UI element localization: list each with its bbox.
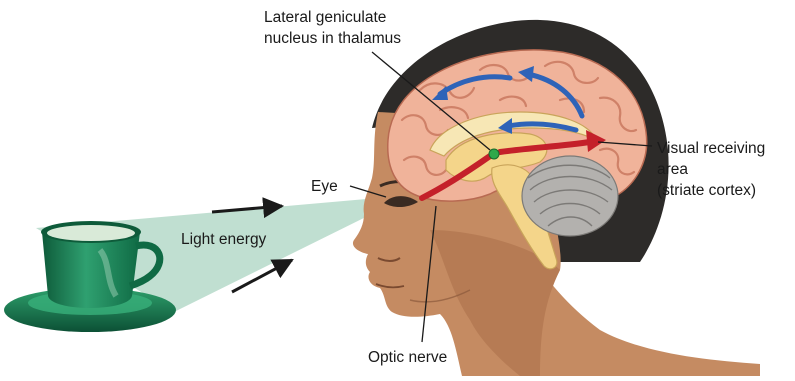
light-energy-label: Light energy bbox=[181, 231, 267, 248]
visual-area-label-line3: (striate cortex) bbox=[657, 182, 756, 199]
visual-area-label-line1: Visual receiving bbox=[657, 140, 765, 157]
lgn-label-line1: Lateral geniculate bbox=[264, 9, 386, 26]
cerebellum bbox=[522, 156, 618, 236]
lgn-dot bbox=[489, 149, 499, 159]
visual-area-label-line2: area bbox=[657, 161, 688, 178]
optic-nerve-label: Optic nerve bbox=[368, 349, 447, 366]
lgn-label-line2: nucleus in thalamus bbox=[264, 30, 401, 47]
eye-label: Eye bbox=[311, 178, 338, 195]
